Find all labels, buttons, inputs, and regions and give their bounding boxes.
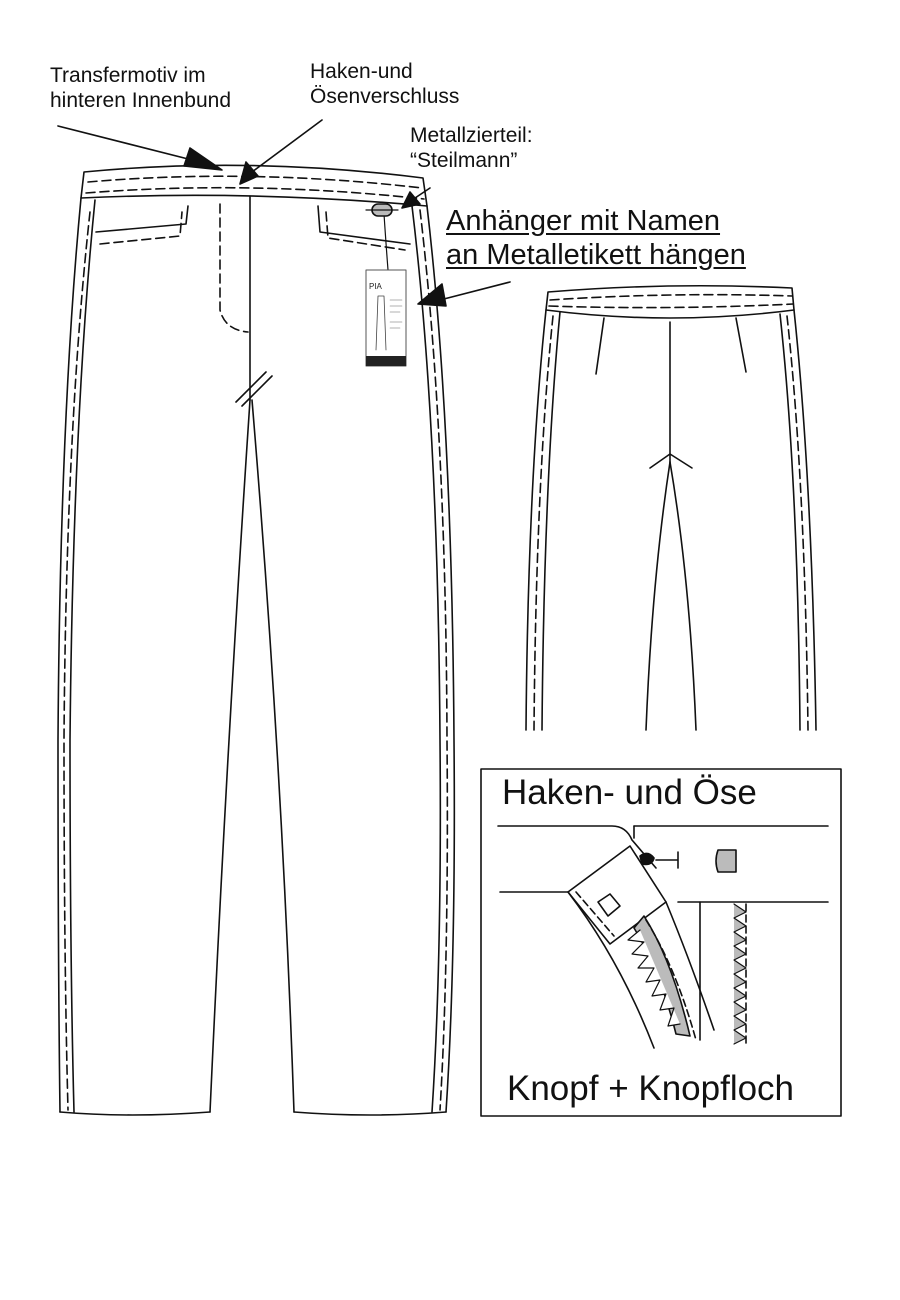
hook-label-line2: Ösenverschluss xyxy=(310,84,460,108)
transfer-arrow-head xyxy=(183,147,223,171)
detail-inset-frame xyxy=(480,768,842,1117)
front-view-trousers xyxy=(57,164,456,1116)
transfer-motif-label: Transfermotiv im hinteren Innenbund xyxy=(50,64,231,114)
transfer-label-line2: hinteren Innenbund xyxy=(50,88,231,112)
right-zipper-tape xyxy=(733,903,747,1045)
buttonhole-icon xyxy=(597,893,621,917)
hang-tag-note-label: Anhänger mit Namen an Metalletikett häng… xyxy=(446,204,746,272)
callout-arrows xyxy=(57,119,511,307)
hang-tag-brand: PIA xyxy=(369,282,383,291)
transfer-label-line1: Transfermotiv im xyxy=(50,64,206,87)
metal-trim-arrow-head xyxy=(401,191,421,209)
hang-tag-icon xyxy=(365,269,407,367)
detail-inset-title: Haken- und Öse xyxy=(502,773,757,812)
hook-arrow-head xyxy=(239,161,259,185)
eye-icon xyxy=(715,849,737,873)
back-waistband xyxy=(545,284,795,319)
front-left-outseam xyxy=(57,197,82,1113)
detail-inset-caption: Knopf + Knopfloch xyxy=(507,1069,795,1108)
hook-icon xyxy=(639,852,655,866)
detail-inset xyxy=(480,768,842,1117)
metal-trim-label: Metallzierteil: “Steilmann” xyxy=(410,124,533,174)
hook-closure-label: Haken-und Ösenverschluss xyxy=(310,60,459,110)
hook-label-line1: Haken-und xyxy=(310,60,413,83)
metal-trim-label-line2: “Steilmann” xyxy=(410,148,518,172)
hang-tag-note-line1: Anhänger mit Namen xyxy=(446,205,721,237)
metal-trim-label-line1: Metallzierteil: xyxy=(410,124,533,147)
hang-tag-arrow-head xyxy=(417,283,447,307)
front-right-outseam xyxy=(426,205,456,1113)
hang-tag-note-line2: an Metalletikett hängen xyxy=(446,239,746,272)
back-view-trousers xyxy=(525,284,817,731)
